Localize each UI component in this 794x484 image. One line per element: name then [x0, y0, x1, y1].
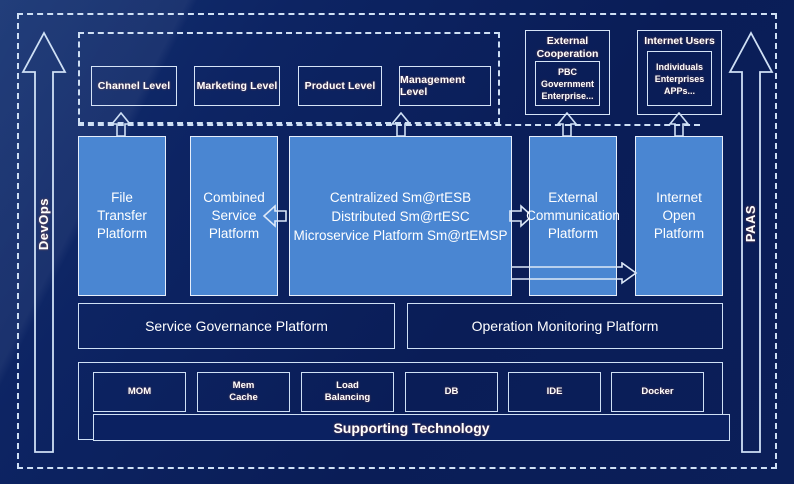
bar-service-governance[interactable]: Service Governance Platform	[78, 303, 395, 349]
platform-external-communication[interactable]: External Communication Platform	[526, 136, 620, 296]
internet-users-inner-line1: Individuals	[655, 61, 703, 72]
internet-users-group[interactable]: Internet Users Individuals Enterprises A…	[637, 30, 722, 115]
supporting-technology-bar[interactable]: Supporting Technology	[93, 414, 730, 441]
tech-box-mem-cache-line1: Mem	[232, 380, 255, 391]
tech-box-ide[interactable]: IDE	[508, 372, 601, 412]
platform-centralized-esb-line3: Microservice Platform Sm@rtEMSP	[293, 227, 508, 243]
platform-external-communication-line3: Platform	[547, 226, 599, 241]
business-levels-frame	[78, 32, 500, 124]
platform-combined-service-line3: Platform	[208, 226, 260, 241]
tech-box-db[interactable]: DB	[405, 372, 498, 412]
platform-centralized-esb[interactable]: Centralized Sm@rtESB Distributed Sm@rtES…	[289, 136, 512, 296]
external-cooperation-title-line1: External	[546, 35, 589, 47]
platform-internet-open-line1: Internet	[656, 190, 702, 205]
platform-file-transfer-line2: Transfer	[97, 208, 147, 223]
platform-centralized-esb-line2: Distributed Sm@rtESC	[331, 208, 470, 224]
external-cooperation-group[interactable]: External Cooperation PBC Government Ente…	[525, 30, 610, 115]
tech-box-db-line1: DB	[444, 386, 459, 397]
internet-users-title: Internet Users	[644, 35, 715, 47]
outer-dashed-frame	[17, 13, 777, 469]
tech-box-mom-line1: MOM	[127, 386, 152, 397]
bar-operation-monitoring[interactable]: Operation Monitoring Platform	[407, 303, 723, 349]
arrow-center-to-combined	[262, 203, 288, 234]
tech-box-load-balancing-line2: Balancing	[324, 392, 371, 403]
external-cooperation-inner-line2: Enterprise...	[541, 90, 594, 101]
level-box-marketing[interactable]: Marketing Level	[194, 66, 280, 106]
tech-box-docker[interactable]: Docker	[611, 372, 704, 412]
tech-box-mem-cache[interactable]: Mem Cache	[197, 372, 290, 412]
arrow-center-to-internet-open	[510, 261, 638, 291]
platform-external-communication-line1: External	[548, 190, 598, 205]
tech-box-ide-line1: IDE	[546, 386, 563, 397]
platform-file-transfer-line3: Platform	[96, 226, 148, 241]
level-box-channel[interactable]: Channel Level	[91, 66, 177, 106]
tech-box-load-balancing-line1: Load	[336, 380, 359, 391]
platform-internet-open[interactable]: Internet Open Platform	[635, 136, 723, 296]
platform-internet-open-line2: Open	[662, 208, 696, 223]
platform-file-transfer[interactable]: File Transfer Platform	[78, 136, 166, 296]
paas-arrow	[727, 30, 775, 455]
level-box-product[interactable]: Product Level	[298, 66, 382, 106]
platform-combined-service-line2: Service	[211, 208, 257, 223]
internet-users-inner-line2: Enterprises	[654, 73, 705, 84]
platform-external-communication-line2: Communication	[526, 208, 620, 223]
internet-users-inner-line3: APPs...	[663, 85, 695, 96]
external-cooperation-title-line2: Cooperation	[536, 48, 599, 60]
platform-combined-service-line1: Combined	[203, 190, 265, 205]
arrow-center-to-external-communication	[508, 203, 534, 234]
platform-centralized-esb-line1: Centralized Sm@rtESB	[329, 189, 472, 205]
tech-box-load-balancing[interactable]: Load Balancing	[301, 372, 394, 412]
tech-box-mem-cache-line2: Cache	[229, 392, 258, 403]
devops-arrow	[20, 30, 68, 455]
platform-file-transfer-line1: File	[111, 190, 133, 205]
external-cooperation-inner-box: PBC Government Enterprise...	[535, 61, 600, 106]
devops-label: DevOps	[36, 198, 51, 251]
paas-label: PAAS	[743, 205, 758, 243]
level-box-management[interactable]: Management Level	[399, 66, 491, 106]
tech-box-mom[interactable]: MOM	[93, 372, 186, 412]
layer-separator-dashed-line	[78, 124, 700, 126]
external-cooperation-inner-line1: PBC Government	[540, 66, 594, 89]
tech-box-docker-line1: Docker	[641, 386, 674, 397]
internet-users-inner-box: Individuals Enterprises APPs...	[647, 51, 712, 106]
platform-internet-open-line3: Platform	[653, 226, 705, 241]
